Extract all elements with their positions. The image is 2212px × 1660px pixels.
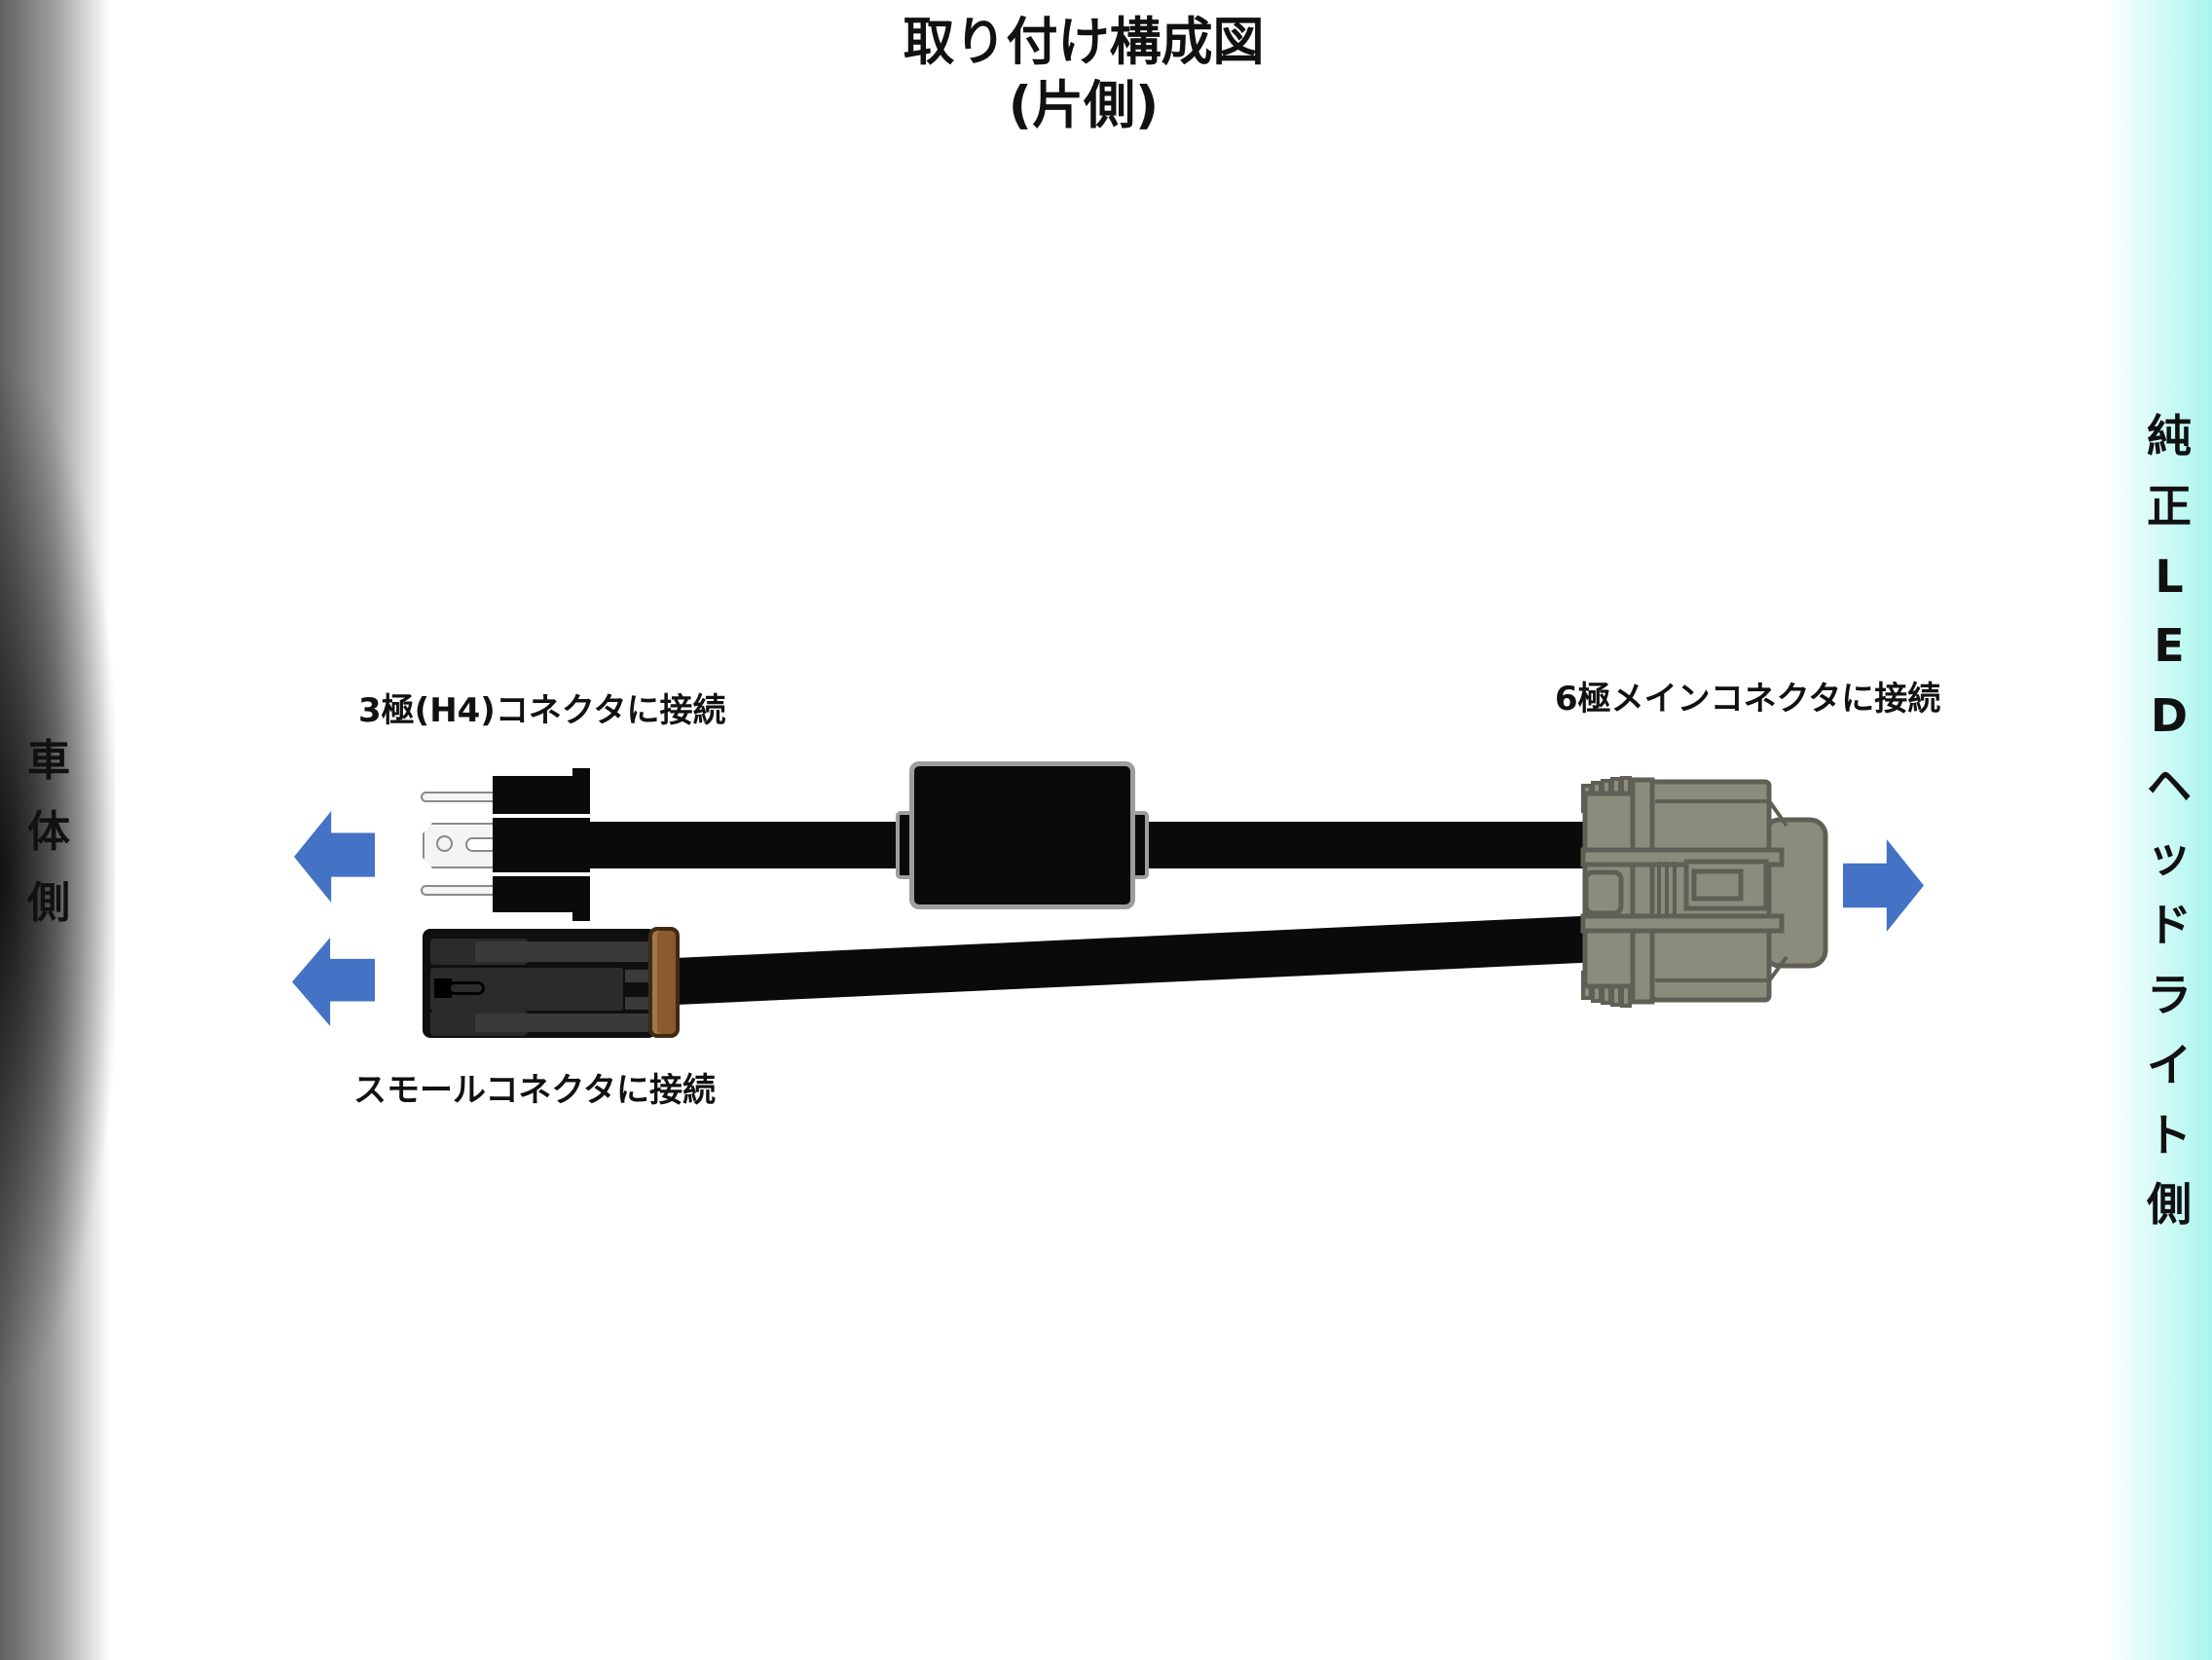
h4-body-top-tab — [572, 768, 590, 778]
vehicle-side-label: 車体側 — [27, 736, 70, 929]
small-connector-detail — [434, 978, 452, 998]
small-connector-detail — [448, 981, 485, 995]
h4-blade-hole — [436, 835, 453, 852]
small-connector-detail — [625, 970, 650, 982]
small-connector-detail — [625, 997, 650, 1010]
page-title: 取り付け構成図 (片側) — [0, 12, 2167, 137]
page-title-line1: 取り付け構成図 — [903, 13, 1265, 72]
h4-connector-body — [493, 776, 590, 912]
small-connector-label: スモールコネクタに接続 — [353, 1071, 716, 1110]
h4-prong-top — [421, 792, 498, 802]
right-gradient-strip — [2103, 0, 2212, 1660]
main-connector-label: 6極メインコネクタに接続 — [1555, 680, 1941, 719]
h4-connector-label: 3極(H4)コネクタに接続 — [358, 691, 726, 730]
arrow-left-top-icon — [294, 811, 375, 903]
headlight-side-label: 純正LEDヘッドライト側 — [2147, 410, 2192, 1232]
canceller-box — [909, 761, 1135, 909]
arrow-right-icon — [1843, 839, 1924, 932]
small-connector-brown-band — [648, 927, 680, 1038]
left-gradient-strip — [0, 0, 115, 1660]
small-connector-detail — [475, 941, 648, 962]
small-lamp-cable — [674, 915, 1597, 1005]
h4-body-separator — [493, 872, 590, 876]
arrow-left-bottom-icon — [292, 938, 375, 1026]
h4-body-separator — [493, 814, 590, 818]
h4-prong-bottom — [421, 885, 498, 896]
small-connector-detail — [475, 1014, 648, 1032]
six-pole-connector-icon — [1580, 776, 1828, 1008]
page-title-line2: (片側) — [1008, 75, 1160, 135]
h4-body-bottom-tab — [572, 911, 590, 921]
